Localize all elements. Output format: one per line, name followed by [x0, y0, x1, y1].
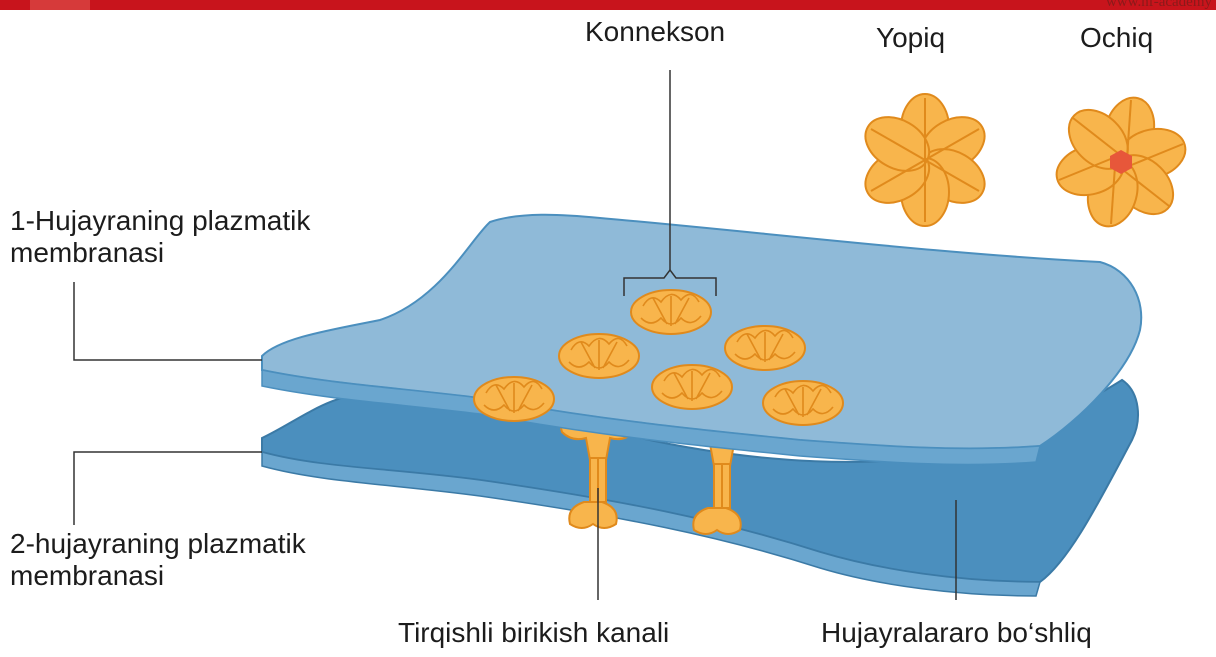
- open-connexon: [1051, 92, 1191, 232]
- label-konnekson: Konnekson: [585, 16, 725, 48]
- label-open: Ochiq: [1080, 22, 1153, 54]
- closed-connexon: [856, 94, 994, 226]
- label-closed: Yopiq: [876, 22, 945, 54]
- label-channel: Tirqishli birikish kanali: [398, 617, 669, 649]
- label-membrane-2: 2-hujayraning plazmatik membranasi: [10, 528, 460, 592]
- label-intercellular-space: Hujayralararo bo‘shliq: [821, 617, 1092, 649]
- label-membrane-1: 1-Hujayraning plazmatik membranasi: [10, 205, 460, 269]
